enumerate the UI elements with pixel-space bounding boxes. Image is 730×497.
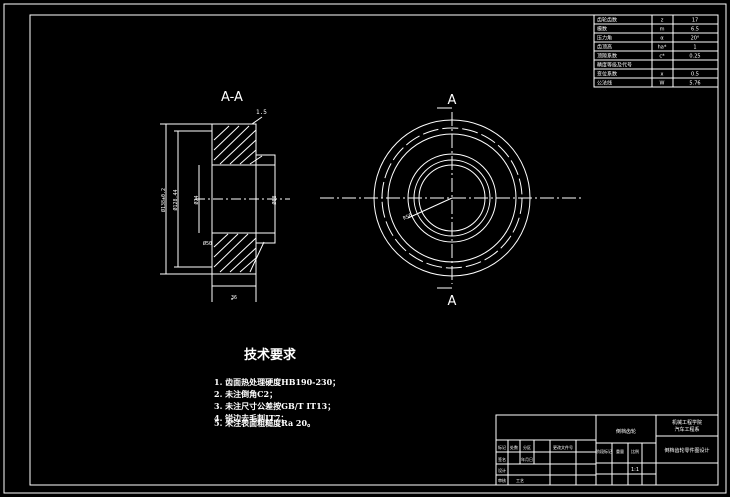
dim-bore: Ø74 bbox=[193, 195, 200, 204]
drawing-title: 倒档齿轮零件图设计 bbox=[664, 447, 709, 454]
label-weight: 重量 bbox=[616, 448, 624, 454]
part-name: 倒档齿轮 bbox=[616, 428, 636, 435]
param-value: 1 bbox=[693, 45, 696, 51]
hatch-bottom bbox=[213, 233, 265, 273]
dim-right: Ø68 bbox=[271, 195, 278, 204]
params-table: 齿轮齿数 z 17 模数 m 6.5 压力角 α 20° 齿顶高 ha* 1 顶隙系数 c* 0.25 精度等… bbox=[593, 14, 719, 88]
dim-outer: Ø138±0.2 bbox=[160, 188, 167, 212]
section-label: A-A bbox=[221, 90, 243, 105]
inner-frame bbox=[29, 14, 719, 486]
param-value: 0.25 bbox=[689, 54, 700, 60]
param-symbol: α bbox=[660, 36, 664, 42]
param-name: 齿轮齿数 bbox=[597, 17, 617, 24]
param-symbol: W bbox=[660, 81, 665, 87]
outer-frame bbox=[3, 3, 727, 494]
param-value: 0.5 bbox=[691, 72, 699, 78]
label-count: 处数 bbox=[510, 444, 518, 450]
label-design: 设计 bbox=[498, 467, 506, 473]
hatch-top bbox=[213, 125, 263, 165]
ratio: 1:1 bbox=[631, 467, 639, 473]
param-name: 模数 bbox=[597, 26, 607, 33]
param-symbol: c* bbox=[659, 54, 665, 60]
title-block: 倒档齿轮 机械工程学院 汽车工程系 倒档齿轮零件图设计 1:1 标记 处数 分区… bbox=[495, 414, 719, 486]
label-sign: 签名 bbox=[498, 456, 506, 462]
label-process: 工艺 bbox=[516, 478, 524, 483]
tech-title: 技术要求 bbox=[244, 347, 297, 363]
view-label-top: A bbox=[448, 93, 457, 108]
label-scale: 比例 bbox=[631, 448, 639, 454]
dim-width: 36 bbox=[231, 295, 237, 301]
param-symbol: m bbox=[660, 27, 665, 33]
label-file: 更改文件号 bbox=[553, 444, 573, 450]
view-label-bottom: A bbox=[448, 294, 457, 309]
label-date: 年月日 bbox=[521, 456, 533, 462]
param-name: 精度等级及代号 bbox=[597, 62, 632, 69]
param-name: 变位系数 bbox=[597, 71, 617, 78]
tech-item-1: 1. 齿面热处理硬度HB190-230； bbox=[214, 377, 340, 388]
param-value: 6.5 bbox=[691, 27, 699, 33]
param-name: 压力角 bbox=[597, 35, 612, 42]
param-symbol: z bbox=[661, 18, 664, 24]
param-value: 5.76 bbox=[689, 81, 700, 87]
label-review: 审核 bbox=[498, 477, 506, 483]
label-stage: 阶段标记 bbox=[596, 448, 612, 454]
tech-item-5: 5. 未注表面粗糙度Ra 20。 bbox=[214, 418, 315, 428]
param-name: 顶隙系数 bbox=[597, 53, 617, 60]
tech-item-4: 4. 锐边去毛刺IT7； bbox=[214, 413, 288, 424]
dim-radial: R56 bbox=[402, 213, 413, 222]
label-mark: 标记 bbox=[498, 444, 506, 450]
dim-mid: Ø128.44 bbox=[172, 189, 179, 210]
param-symbol: ha* bbox=[658, 45, 667, 51]
label-zone: 分区 bbox=[523, 444, 531, 450]
section-view: A-A bbox=[160, 90, 290, 302]
param-value: 17 bbox=[692, 18, 698, 24]
param-name: 公法线 bbox=[597, 80, 612, 87]
param-name: 齿顶高 bbox=[597, 44, 612, 51]
dim-chamfer: 1.5 bbox=[256, 109, 267, 116]
front-view: A A R56 bbox=[320, 93, 584, 309]
param-symbol: x bbox=[661, 72, 664, 78]
class: 汽车工程系 bbox=[674, 426, 699, 433]
school: 机械工程学院 bbox=[672, 419, 702, 426]
tech-item-3: 3. 未注尺寸公差按GB/T IT13； bbox=[214, 401, 335, 412]
tech-item-2: 2. 未注倒角C2； bbox=[214, 389, 277, 400]
param-value: 20° bbox=[691, 36, 700, 42]
tech-requirements: 技术要求 1. 齿面热处理硬度HB190-230； 2. 未注倒角C2； 3. … bbox=[214, 347, 340, 428]
dim-small: Ø50 bbox=[203, 240, 212, 247]
